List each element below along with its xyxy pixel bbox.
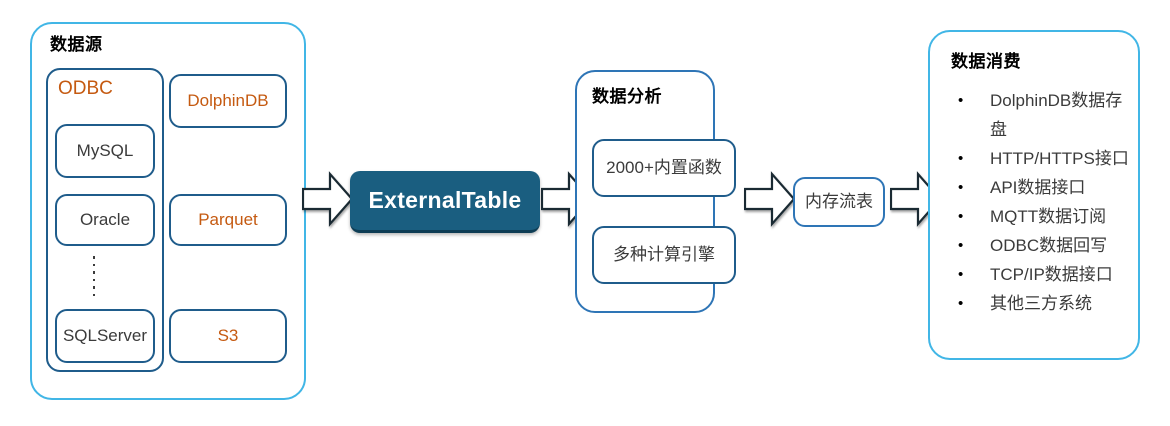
external-table-label: ExternalTable	[368, 187, 522, 213]
data-source-item-label: MySQL	[76, 140, 134, 160]
stream-table-box[interactable]: 内存流表	[793, 177, 885, 227]
data-analysis-item-label: 多种计算引擎	[613, 244, 715, 264]
arrow-analysis-to-streamtable	[743, 170, 796, 228]
data-source-title: 数据源	[50, 35, 103, 54]
list-item[interactable]: MQTT数据订阅	[948, 202, 1138, 231]
data-source-item-mysql[interactable]: MySQL	[55, 124, 155, 178]
data-analysis-title: 数据分析	[592, 87, 662, 106]
data-source-item-label: DolphinDB	[187, 90, 269, 110]
data-source-item-label: S3	[217, 325, 239, 345]
data-source-item-label: Oracle	[79, 209, 131, 229]
data-consumption-list: DolphinDB数据存盘 HTTP/HTTPS接口 API数据接口 MQTT数…	[948, 86, 1138, 318]
data-source-item-sqlserver[interactable]: SQLServer	[55, 309, 155, 363]
data-source-item-oracle[interactable]: Oracle	[55, 194, 155, 246]
data-source-item-label: SQLServer	[62, 325, 148, 345]
list-item[interactable]: TCP/IP数据接口	[948, 260, 1138, 289]
list-item[interactable]: 其他三方系统	[948, 289, 1138, 318]
data-source-item-dolphindb[interactable]: DolphinDB	[169, 74, 287, 128]
list-item[interactable]: HTTP/HTTPS接口	[948, 144, 1138, 173]
arrow-source-to-externaltable	[301, 170, 354, 228]
list-item[interactable]: DolphinDB数据存盘	[948, 86, 1138, 144]
odbc-group-label: ODBC	[58, 78, 113, 99]
list-item[interactable]: API数据接口	[948, 173, 1138, 202]
list-item[interactable]: ODBC数据回写	[948, 231, 1138, 260]
vertical-ellipsis-icon	[92, 256, 96, 296]
data-source-item-parquet[interactable]: Parquet	[169, 194, 287, 246]
data-analysis-item-builtin-functions[interactable]: 2000+内置函数	[592, 139, 736, 197]
data-source-item-s3[interactable]: S3	[169, 309, 287, 363]
external-table-box[interactable]: ExternalTable	[350, 171, 540, 233]
data-source-item-label: Parquet	[198, 209, 258, 229]
data-consumption-title: 数据消费	[951, 52, 1021, 71]
data-analysis-item-compute-engines[interactable]: 多种计算引擎	[592, 226, 736, 284]
stream-table-label: 内存流表	[805, 191, 873, 211]
data-analysis-item-label: 2000+内置函数	[606, 157, 722, 177]
